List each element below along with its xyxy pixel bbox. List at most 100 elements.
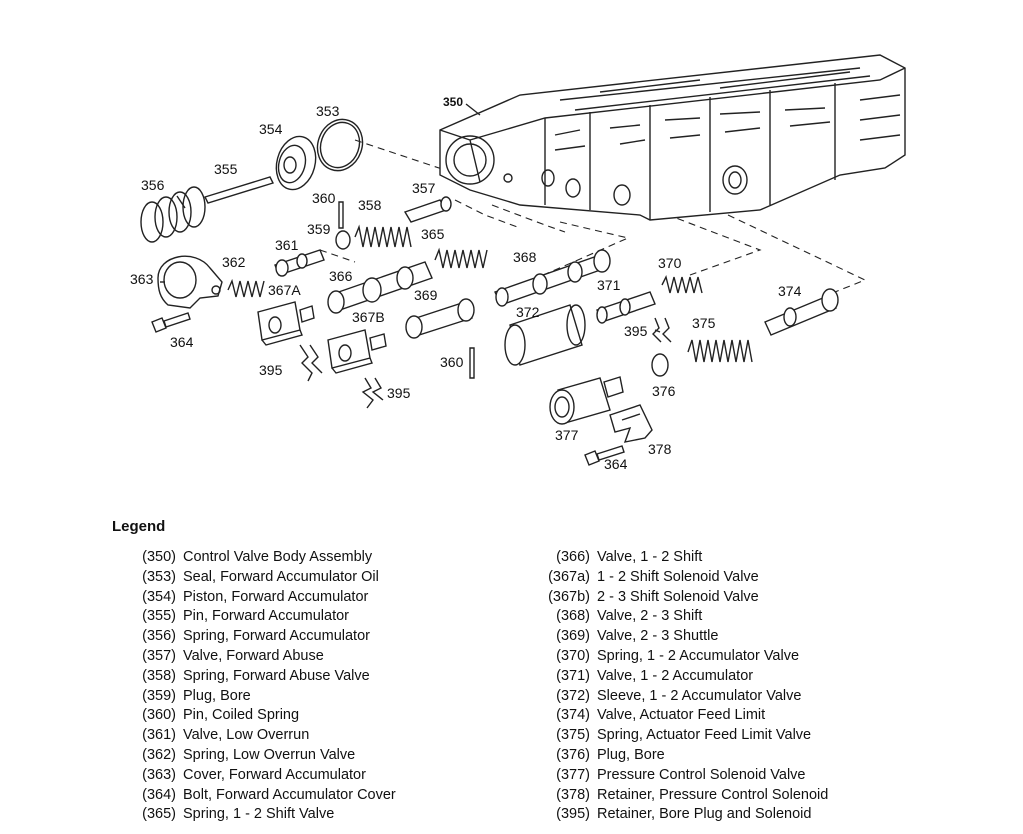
legend-desc: Spring, Actuator Feed Limit Valve — [597, 727, 812, 744]
legend-code: (366) — [556, 549, 590, 565]
legend-code: (365) — [142, 806, 176, 823]
legend-code: (367b) — [548, 588, 590, 605]
shift-valve-2-3 — [494, 249, 611, 307]
callout-367b: 367B — [352, 309, 385, 325]
legend-code: (359) — [142, 687, 176, 704]
legend-code: (363) — [142, 766, 176, 783]
legend-item: (378)Retainer, Pressure Control Solenoid — [532, 786, 828, 806]
callout-377: 377 — [555, 427, 579, 443]
legend-item: (363) Cover, Forward Accumulator — [120, 766, 396, 786]
forward-abuse-valve — [403, 196, 452, 223]
callout-378: 378 — [648, 441, 672, 457]
legend-code: (355) — [142, 608, 176, 625]
bore-plug-2 — [651, 353, 669, 377]
legend-desc: Valve, 2 - 3 Shuttle — [597, 628, 719, 645]
legend-desc: Sleeve, 1 - 2 Accumulator Valve — [597, 687, 802, 704]
legend-code: (354) — [142, 588, 176, 605]
legend-item: (376)Plug, Bore — [532, 746, 828, 766]
accumulator-valve-sleeve — [504, 304, 586, 366]
retainer-clip-1 — [299, 344, 323, 382]
shift-solenoid-a — [257, 301, 315, 346]
legend-item: (358)Spring, Forward Abuse Valve — [120, 667, 396, 687]
legend-item: (365) Spring, 1 - 2 Shift Valve — [120, 805, 396, 825]
low-overrun-spring — [227, 278, 265, 298]
exploded-parts-diagram: 350 353 354 355 356 360 358 357 359 361 … — [130, 54, 906, 472]
legend-code: (353) — [142, 568, 176, 585]
actuator-feed-limit-spring — [687, 339, 753, 363]
callout-350: 350 — [443, 95, 463, 109]
cover-bolt-1 — [151, 312, 191, 333]
callout-labels: 350 353 354 355 356 360 358 357 359 361 … — [130, 95, 802, 472]
legend-item: (350)Control Valve Body Assembly — [120, 548, 396, 568]
legend-code: (377) — [556, 766, 590, 783]
callout-361: 361 — [275, 237, 299, 253]
legend-desc: Plug, Bore — [183, 687, 251, 704]
accumulator-valve-spring — [661, 274, 703, 294]
accumulator-piston — [275, 135, 317, 191]
callout-368: 368 — [513, 249, 537, 265]
legend-desc: 2 - 3 Shift Solenoid Valve — [597, 588, 759, 605]
legend-code: (357) — [142, 647, 176, 664]
legend-item: (359) Plug, Bore — [120, 687, 396, 707]
legend-code: (356) — [142, 628, 176, 645]
callout-354: 354 — [259, 121, 283, 137]
callout-355: 355 — [214, 161, 238, 177]
low-overrun-valve — [274, 249, 325, 277]
callout-370: 370 — [658, 255, 682, 271]
actuator-feed-limit-valve — [764, 288, 839, 336]
callout-366: 366 — [329, 268, 353, 284]
callout-365: 365 — [421, 226, 445, 242]
callout-364: 364 — [170, 334, 194, 350]
callout-395: 395 — [259, 362, 283, 378]
callout-356: 356 — [141, 177, 165, 193]
shift-valve-1-2 — [327, 261, 433, 314]
legend-code: (358) — [142, 667, 176, 684]
callout-374: 374 — [778, 283, 802, 299]
legend-item: (353) Seal, Forward Accumulator Oil — [120, 568, 396, 588]
legend-code: (369) — [556, 628, 590, 645]
callout-357: 357 — [412, 180, 436, 196]
control-valve-body — [439, 54, 906, 221]
legend-desc: Spring, 1 - 2 Accumulator Valve — [597, 647, 800, 664]
callout-376: 376 — [652, 383, 676, 399]
accumulator-cover — [157, 255, 223, 309]
legend-desc: Retainer, Bore Plug and Solenoid — [597, 806, 812, 823]
legend-item: (377) Pressure Control Solenoid Valve — [532, 766, 828, 786]
legend-desc: Valve, Actuator Feed Limit — [597, 707, 766, 724]
coiled-spring-pin-2 — [469, 347, 475, 379]
legend-code: (364) — [142, 786, 176, 803]
legend-code: (371) — [556, 667, 590, 684]
cover-bolt-2 — [584, 445, 625, 466]
callout-372: 372 — [516, 304, 540, 320]
legend-desc: Cover, Forward Accumulator — [183, 766, 366, 783]
legend-desc: Pin, Forward Accumulator — [183, 608, 350, 625]
callout-364: 364 — [604, 456, 628, 472]
legend-desc: Seal, Forward Accumulator Oil — [183, 568, 379, 585]
callout-367a: 367A — [268, 282, 301, 298]
callout-395: 395 — [624, 323, 648, 339]
retainer-clip-2 — [361, 377, 384, 409]
legend-right-column: (366)Valve, 1 - 2 Shift (367a)1 - 2 Shif… — [532, 548, 828, 825]
legend-left-column: (350)Control Valve Body Assembly (353) Se… — [120, 548, 396, 825]
legend-title: Legend — [112, 518, 166, 535]
legend-item: (374)Valve, Actuator Feed Limit — [532, 706, 828, 726]
legend-desc: Spring, Forward Accumulator — [183, 628, 370, 645]
shift-valve-spring — [434, 247, 488, 269]
legend-desc: Bolt, Forward Accumulator Cover — [183, 786, 396, 803]
legend-item: (369) Valve, 2 - 3 Shuttle — [532, 627, 828, 647]
accumulator-spring — [140, 186, 206, 243]
legend-desc: Spring, 1 - 2 Shift Valve — [183, 806, 335, 823]
accumulator-valve-1-2 — [596, 291, 656, 324]
legend-code: (350) — [142, 549, 176, 565]
legend-item: (375)Spring, Actuator Feed Limit Valve — [532, 726, 828, 746]
legend-code: (368) — [556, 608, 590, 625]
legend-code: (362) — [142, 746, 176, 763]
legend-code: (361) — [142, 727, 176, 744]
legend-item: (371)Valve, 1 - 2 Accumulator — [532, 667, 828, 687]
accumulator-pin — [204, 176, 274, 204]
legend-desc: Plug, Bore — [597, 746, 665, 763]
legend-desc: Pressure Control Solenoid Valve — [597, 766, 806, 783]
legend-desc: Valve, Low Overrun — [183, 727, 310, 744]
legend-code: (367a) — [548, 568, 590, 585]
legend-code: (395) — [556, 806, 590, 823]
